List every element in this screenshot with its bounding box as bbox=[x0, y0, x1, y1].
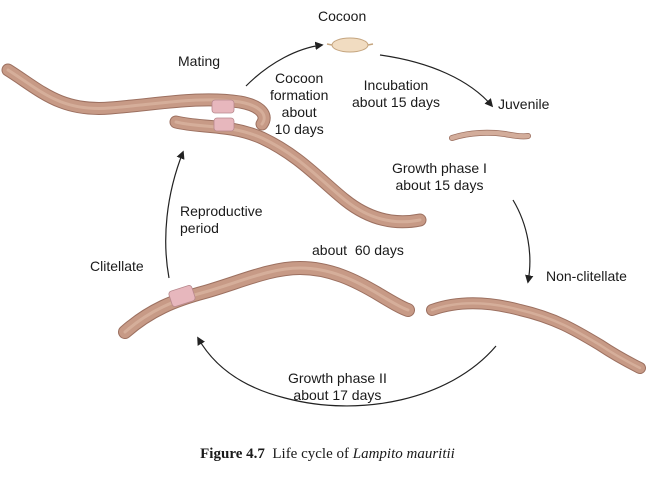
label-cocoon-formation: Cocoon formation about 10 days bbox=[270, 70, 329, 137]
label-juvenile: Juvenile bbox=[498, 96, 550, 112]
arrow-mating-to-cocoon bbox=[245, 41, 324, 87]
label-reproductive-period: Reproductive period bbox=[180, 203, 263, 236]
arrow-nonclitellate-to-clitellate bbox=[197, 336, 497, 407]
non-clitellate-worm bbox=[426, 297, 646, 374]
clitellum-band bbox=[168, 285, 196, 307]
clitellate-worm bbox=[118, 260, 415, 339]
arrow-juvenile-to-nonclitellate bbox=[512, 199, 534, 284]
arrow-cocoon-to-juvenile bbox=[379, 54, 494, 108]
species-name: Lampito mauritii bbox=[352, 446, 455, 462]
label-about-60-days: about 60 days bbox=[312, 242, 404, 258]
label-cocoon: Cocoon bbox=[318, 8, 367, 24]
figure-number: Figure 4.7 bbox=[200, 446, 265, 462]
label-growth-phase-2: Growth phase II about 17 days bbox=[288, 370, 387, 403]
mating-clitellum-upper bbox=[211, 99, 235, 114]
label-incubation: Incubation about 15 days bbox=[352, 77, 440, 110]
label-clitellate: Clitellate bbox=[90, 258, 144, 274]
caption-text: Life cycle of bbox=[272, 446, 349, 462]
label-mating: Mating bbox=[178, 53, 221, 69]
label-growth-phase-1: Growth phase I about 15 days bbox=[392, 160, 487, 193]
mating-clitellum-lower bbox=[213, 117, 235, 132]
cocoon-shape bbox=[331, 37, 369, 53]
arrow-clitellate-to-mating bbox=[165, 150, 185, 279]
mating-worm-upper bbox=[1, 63, 271, 131]
label-non-clitellate: Non-clitellate bbox=[546, 268, 627, 284]
figure-caption: Figure 4.7 Life cycle of Lampito mauriti… bbox=[0, 446, 655, 463]
juvenile-worm bbox=[449, 129, 531, 141]
